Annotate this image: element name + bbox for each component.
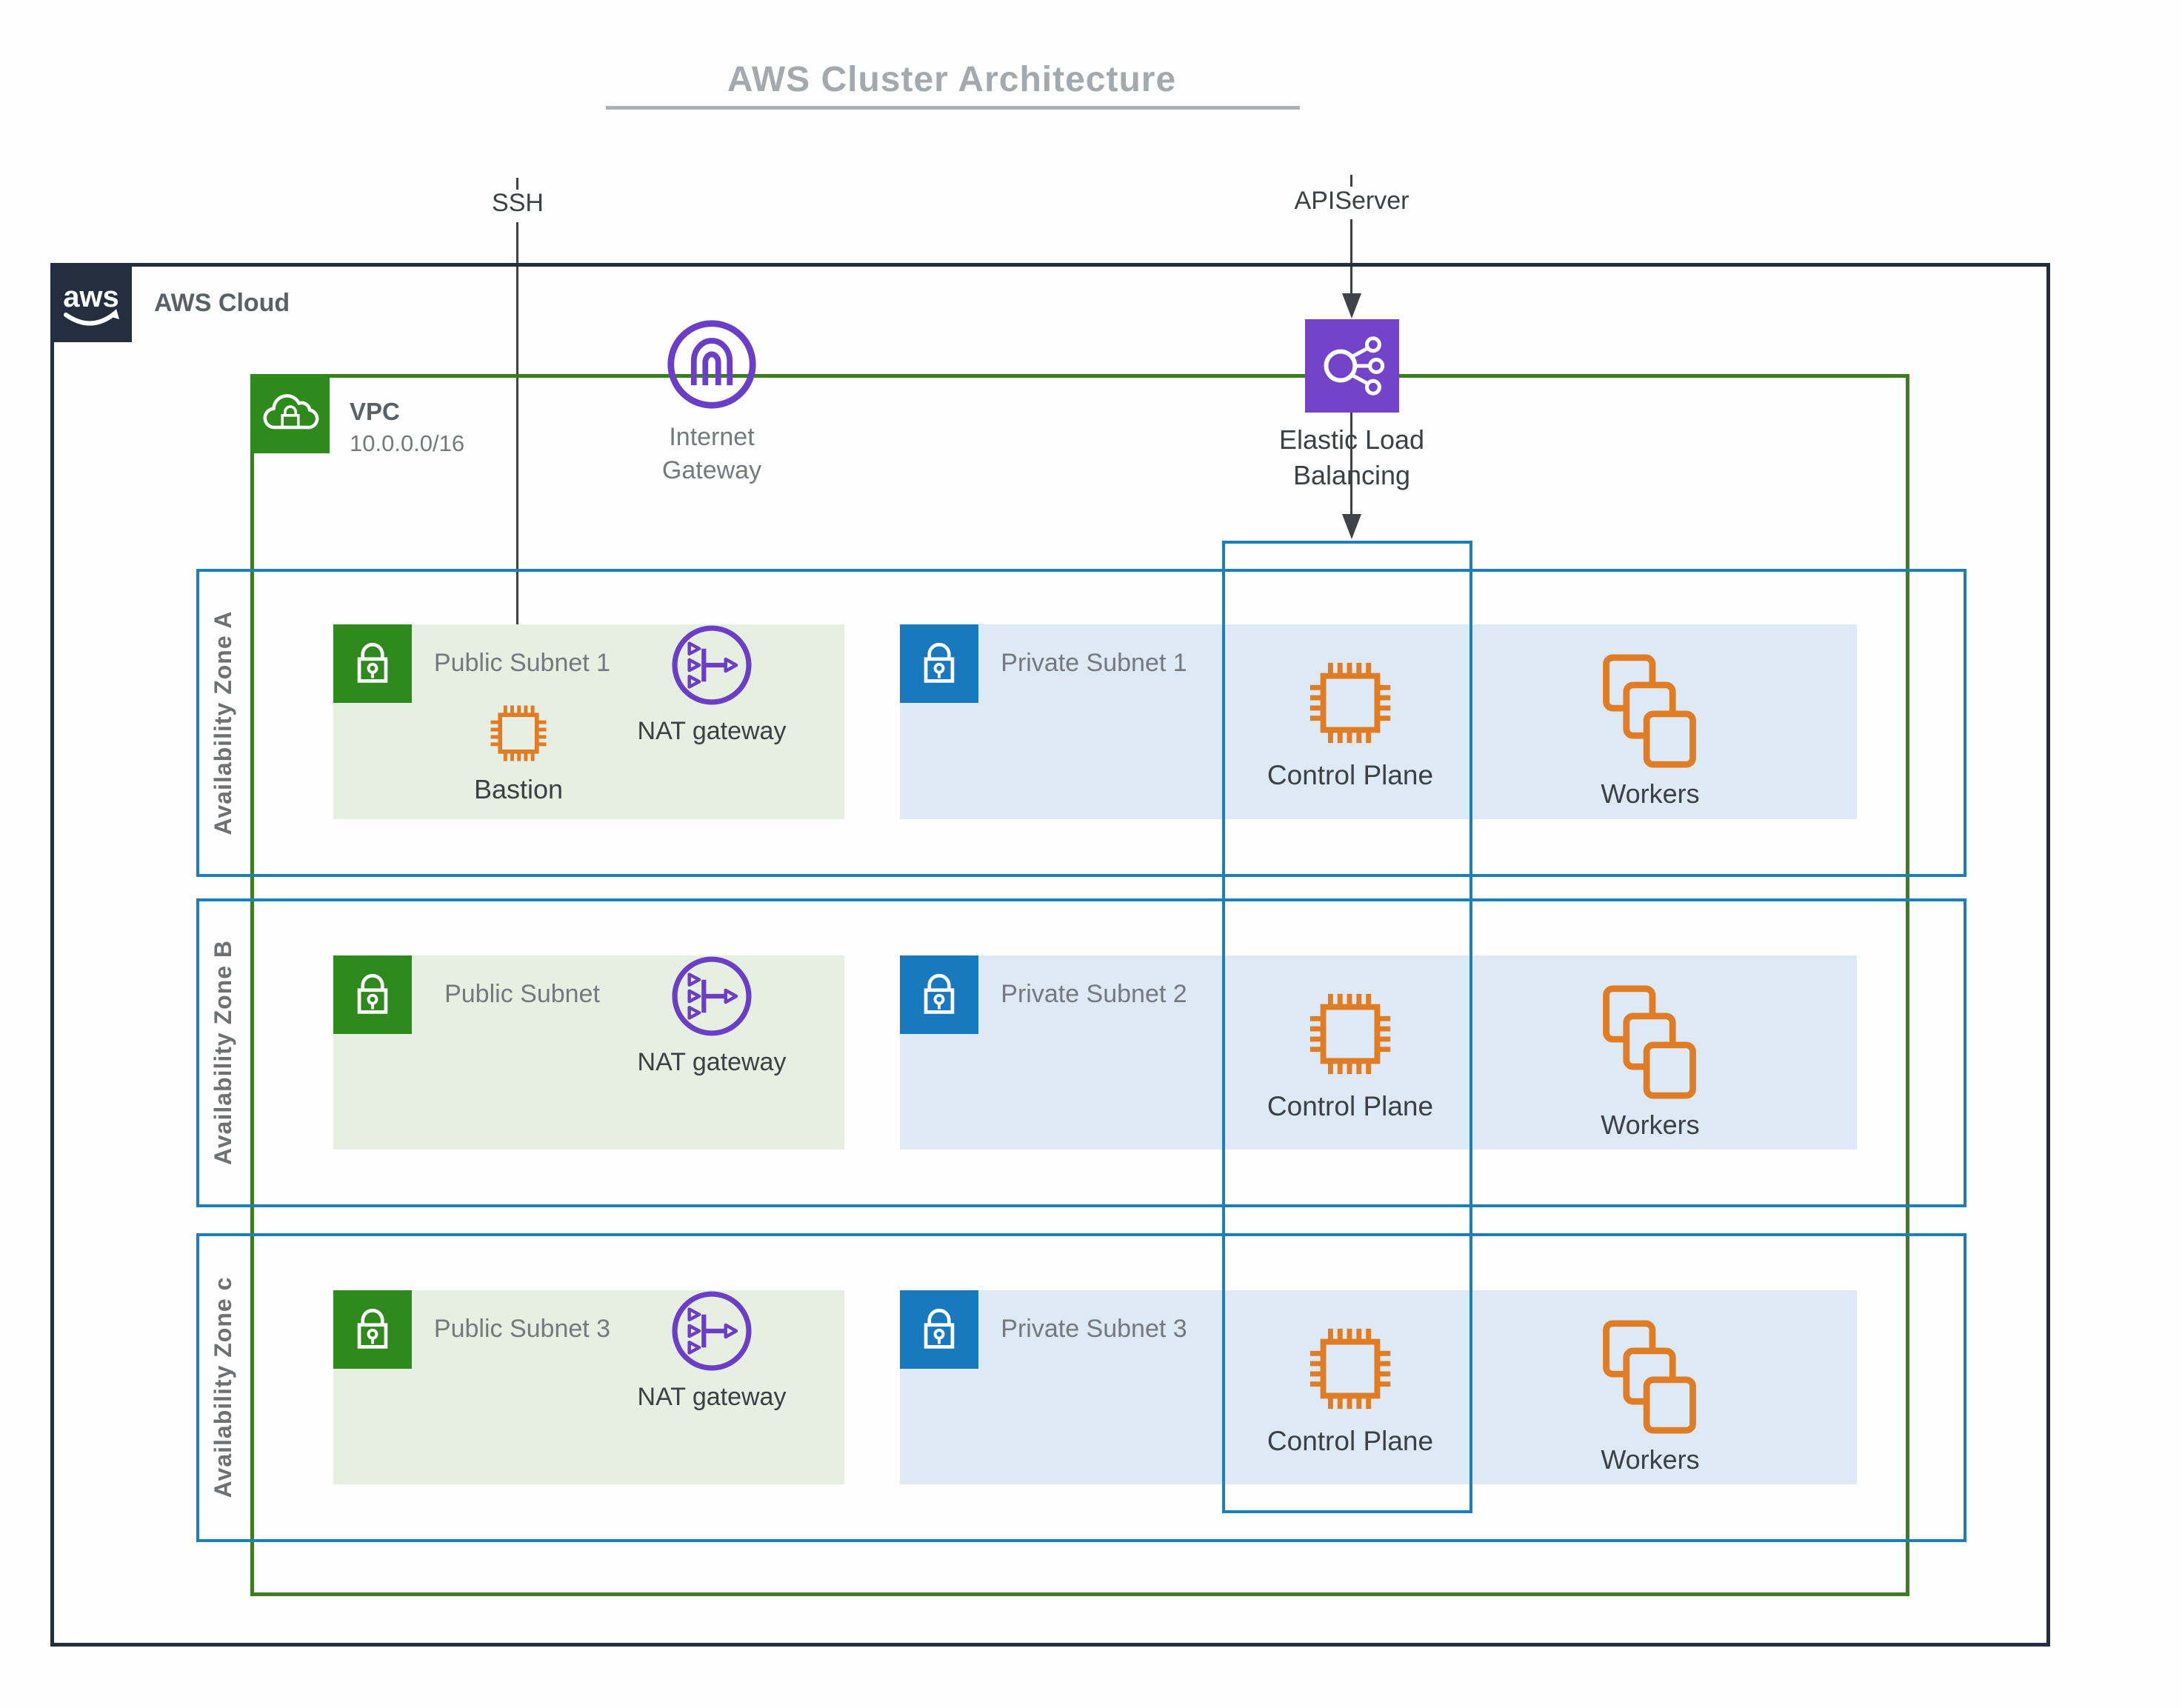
availability-zone-b-group [196, 898, 1966, 1207]
availability-zone-a-label: Availability Zone A [210, 610, 236, 835]
control-plane-b-icon [1303, 987, 1398, 1081]
availability-zone-c-label: Availability Zone c [210, 1276, 236, 1498]
aws-cloud-label: AWS Cloud [154, 289, 290, 317]
ssh-arrow-line [516, 222, 518, 677]
nat-gateway-c-label: NAT gateway [637, 1383, 787, 1411]
vpc-label: VPC [350, 398, 400, 425]
aws-logo-glyph: aws [63, 281, 119, 325]
private-subnet-a-lock-icon [900, 624, 978, 703]
bastion-label: Bastion [473, 774, 564, 804]
vpc-cloud-lock-glyph [263, 393, 318, 429]
elb-arrow-line [1350, 413, 1352, 516]
private-subnet-b-label: Private Subnet 2 [1001, 980, 1187, 1008]
workers-a-icon [1595, 653, 1706, 769]
apiserver-arrow-line [1350, 219, 1352, 293]
nat-gateway-b-icon [669, 953, 755, 1039]
elastic-load-balancing-icon [1305, 319, 1399, 413]
control-plane-c-icon [1303, 1321, 1398, 1416]
public-subnet-a-area [333, 624, 844, 819]
availability-zone-c-group [196, 1233, 1966, 1542]
private-subnet-b-lock-icon [900, 955, 978, 1034]
title-underline [606, 106, 1300, 110]
workers-c-label: Workers [1601, 1444, 1700, 1475]
availability-zone-b-label: Availability Zone B [210, 939, 236, 1166]
aws-logo-icon: aws [50, 263, 132, 342]
apiserver-label: APIServer [1294, 187, 1409, 215]
control-plane-group [1222, 541, 1472, 1513]
public-subnet-a-lock-icon [333, 624, 412, 703]
private-subnet-c-lock-icon [900, 1290, 978, 1369]
vpc-icon [250, 374, 330, 453]
workers-a-label: Workers [1601, 778, 1700, 809]
private-subnet-a-label: Private Subnet 1 [1001, 649, 1187, 677]
public-subnet-c-lock-icon [333, 1290, 412, 1369]
apiserver-arrowhead-icon [1342, 293, 1361, 318]
public-subnet-c-label: Public Subnet 3 [433, 1315, 611, 1343]
workers-b-label: Workers [1601, 1110, 1700, 1140]
vpc-cidr: 10.0.0.0/16 [350, 430, 465, 456]
page-title: AWS Cluster Architecture [727, 60, 1177, 99]
workers-c-icon [1595, 1319, 1706, 1435]
nat-gateway-c-icon [669, 1288, 755, 1374]
internet-gateway-icon [665, 318, 758, 411]
control-plane-a-label: Control Plane [1267, 760, 1434, 790]
ssh-leader-stub [516, 178, 518, 190]
internet-gateway-label: Internet Gateway [661, 423, 762, 484]
public-subnet-b-area [333, 955, 844, 1150]
public-subnet-a-label: Public Subnet 1 [433, 649, 611, 677]
vpc-group [250, 374, 1909, 1596]
control-plane-b-label: Control Plane [1267, 1091, 1434, 1121]
public-subnet-b-label: Public Subnet [444, 980, 600, 1008]
elastic-load-balancing-label: Elastic Load Balancing [1278, 424, 1425, 490]
availability-zone-a-group [196, 569, 1966, 877]
nat-gateway-b-label: NAT gateway [637, 1048, 787, 1076]
apiserver-leader-stub [1350, 175, 1352, 187]
workers-b-icon [1595, 984, 1706, 1100]
public-subnet-c-area [333, 1290, 844, 1484]
bastion-icon [484, 699, 553, 767]
ssh-label: SSH [492, 189, 544, 217]
private-subnet-c-label: Private Subnet 3 [1001, 1315, 1187, 1343]
public-subnet-b-lock-icon [333, 955, 412, 1034]
nat-gateway-a-icon [669, 622, 755, 708]
elb-arrowhead-icon [1342, 514, 1361, 539]
aws-cloud-group [50, 263, 2050, 1647]
nat-gateway-a-label: NAT gateway [637, 717, 787, 745]
control-plane-c-label: Control Plane [1267, 1426, 1434, 1456]
control-plane-a-icon [1303, 655, 1398, 750]
svg-text:aws: aws [63, 281, 119, 313]
